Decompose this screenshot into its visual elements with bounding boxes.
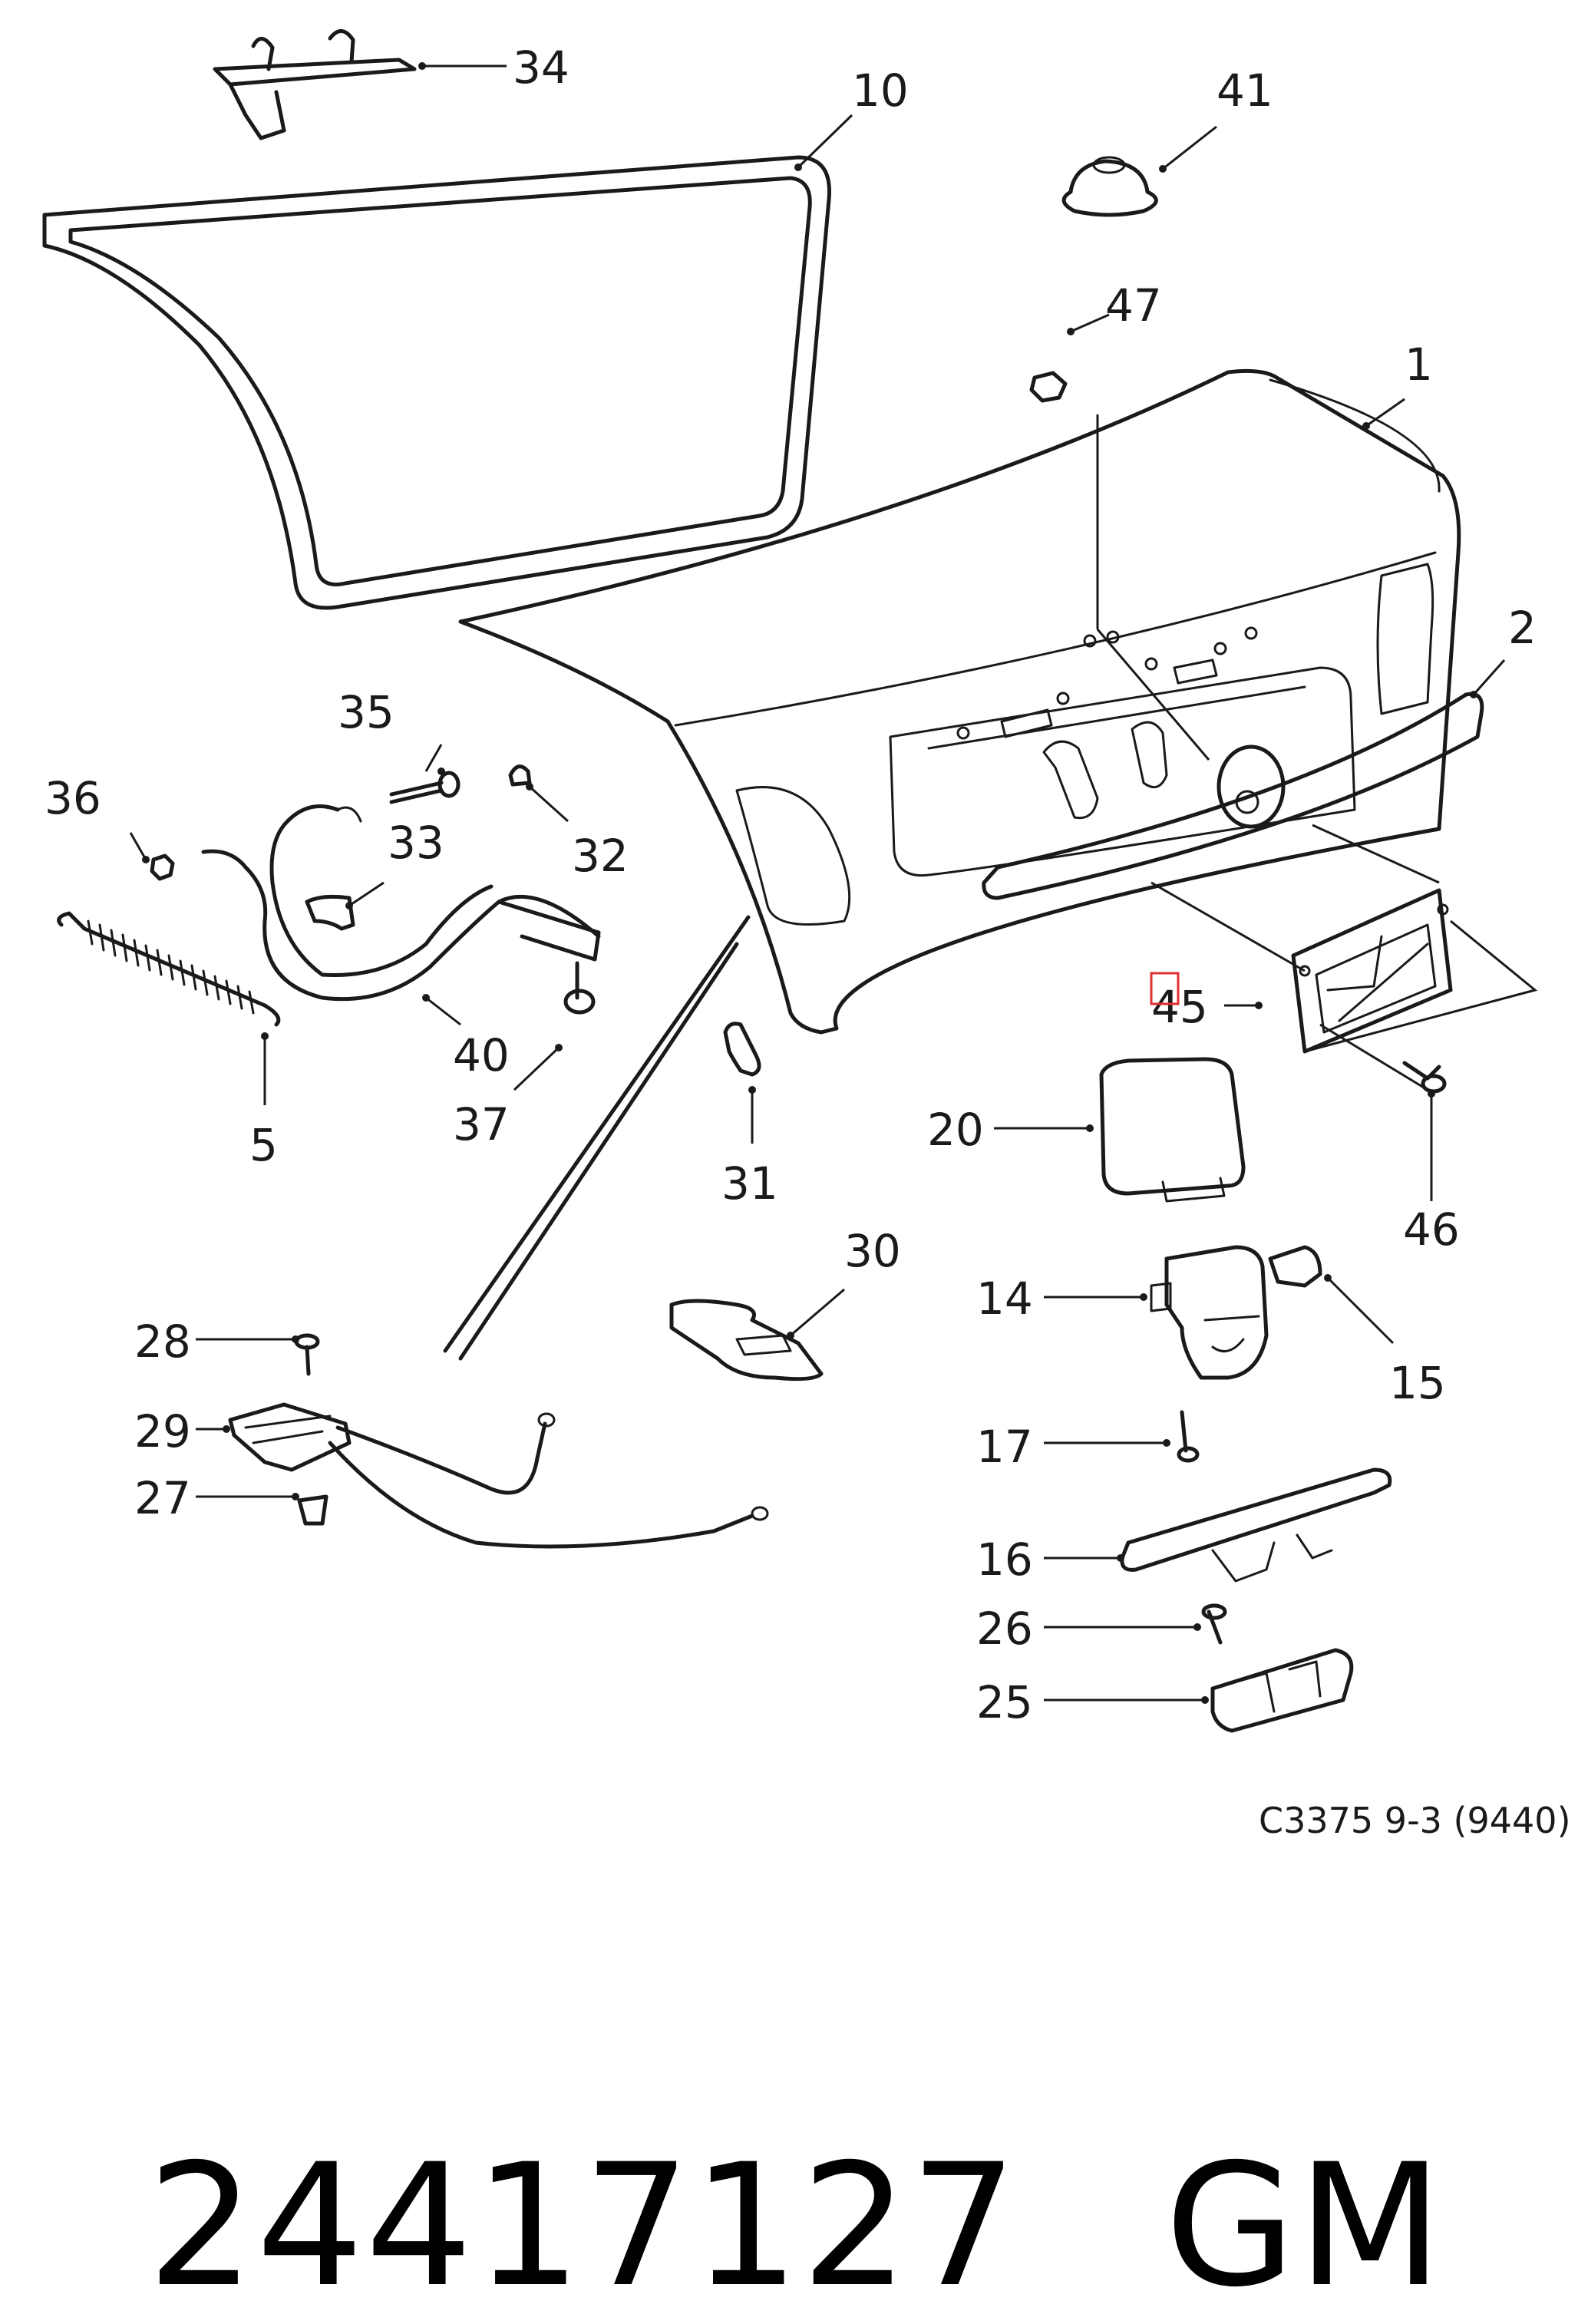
trunk-lid-part	[458, 368, 1461, 1035]
callout-10: 10	[852, 64, 909, 117]
spring-part	[57, 911, 281, 1027]
bumper-part	[1061, 156, 1158, 217]
callout-34: 34	[513, 41, 569, 94]
mounting-plate-part	[1291, 888, 1453, 1054]
clip-27-part	[297, 1494, 328, 1526]
clip-15-part	[1268, 1245, 1322, 1288]
callout-45-highlight	[1150, 972, 1180, 1005]
part-number: 24417127	[147, 2128, 1019, 2324]
callout-15: 15	[1389, 1357, 1446, 1409]
callout-29: 29	[134, 1405, 191, 1457]
callout-31: 31	[721, 1157, 778, 1210]
trim-strip-part	[982, 692, 1484, 900]
screw-17-part	[1177, 1410, 1200, 1463]
callout-14: 14	[976, 1273, 1033, 1325]
cover-part	[1099, 1057, 1246, 1203]
bolt-46-part	[1402, 1061, 1447, 1094]
callout-45: 45	[1151, 981, 1208, 1033]
callout-26: 26	[976, 1603, 1033, 1655]
callout-27: 27	[134, 1472, 191, 1524]
callout-5: 5	[249, 1119, 278, 1171]
callout-16: 16	[976, 1533, 1033, 1586]
callout-37: 37	[453, 1098, 510, 1150]
callout-35: 35	[338, 686, 394, 738]
nut-36-part	[150, 853, 175, 881]
leader-lines	[129, 62, 1506, 1704]
callout-labels: 34 10 41 47 1 2 35 36 33 32 40 37 5 45 2…	[45, 41, 1537, 1728]
screw-28-part	[294, 1333, 320, 1376]
callout-20: 20	[927, 1104, 984, 1156]
callout-32: 32	[572, 830, 629, 882]
striker-plate-part	[669, 1299, 824, 1382]
bolt-37-part	[563, 961, 596, 1015]
torsion-rod-part	[201, 804, 601, 1002]
callout-40: 40	[453, 1029, 510, 1081]
callout-2: 2	[1508, 602, 1537, 654]
switch-part	[1210, 1648, 1354, 1733]
callout-47: 47	[1105, 279, 1162, 332]
nut-part	[1029, 371, 1068, 403]
callout-25: 25	[976, 1676, 1033, 1728]
callout-33: 33	[388, 817, 444, 869]
handle-strip-part	[1120, 1467, 1392, 1583]
brand-name: GM	[1164, 2128, 1444, 2324]
lock-part	[1150, 1245, 1269, 1380]
callout-46: 46	[1403, 1203, 1460, 1256]
parts-diagram: 34 10 41 47 1 2 35 36 33 32 40 37 5 45 2…	[42, 29, 1571, 1841]
callout-41: 41	[1217, 64, 1273, 117]
bump-32-part	[508, 764, 532, 787]
bolt-35-part	[389, 771, 461, 804]
diagram-caption: C3375 9-3 (9440)	[1259, 1800, 1571, 1841]
trunk-seal-part	[42, 155, 831, 610]
bracket-part	[213, 29, 417, 140]
callout-1: 1	[1405, 338, 1433, 391]
screw-26-part	[1201, 1603, 1227, 1645]
assembly-lines	[1096, 414, 1538, 1091]
callout-28: 28	[134, 1316, 191, 1368]
callout-36: 36	[45, 772, 101, 824]
clip-33-part	[305, 894, 355, 931]
release-mechanism-part	[228, 1402, 769, 1549]
cable-guide	[443, 915, 751, 1361]
clip-31-part	[723, 1022, 761, 1077]
callout-30: 30	[844, 1225, 901, 1277]
callout-17: 17	[976, 1421, 1033, 1473]
